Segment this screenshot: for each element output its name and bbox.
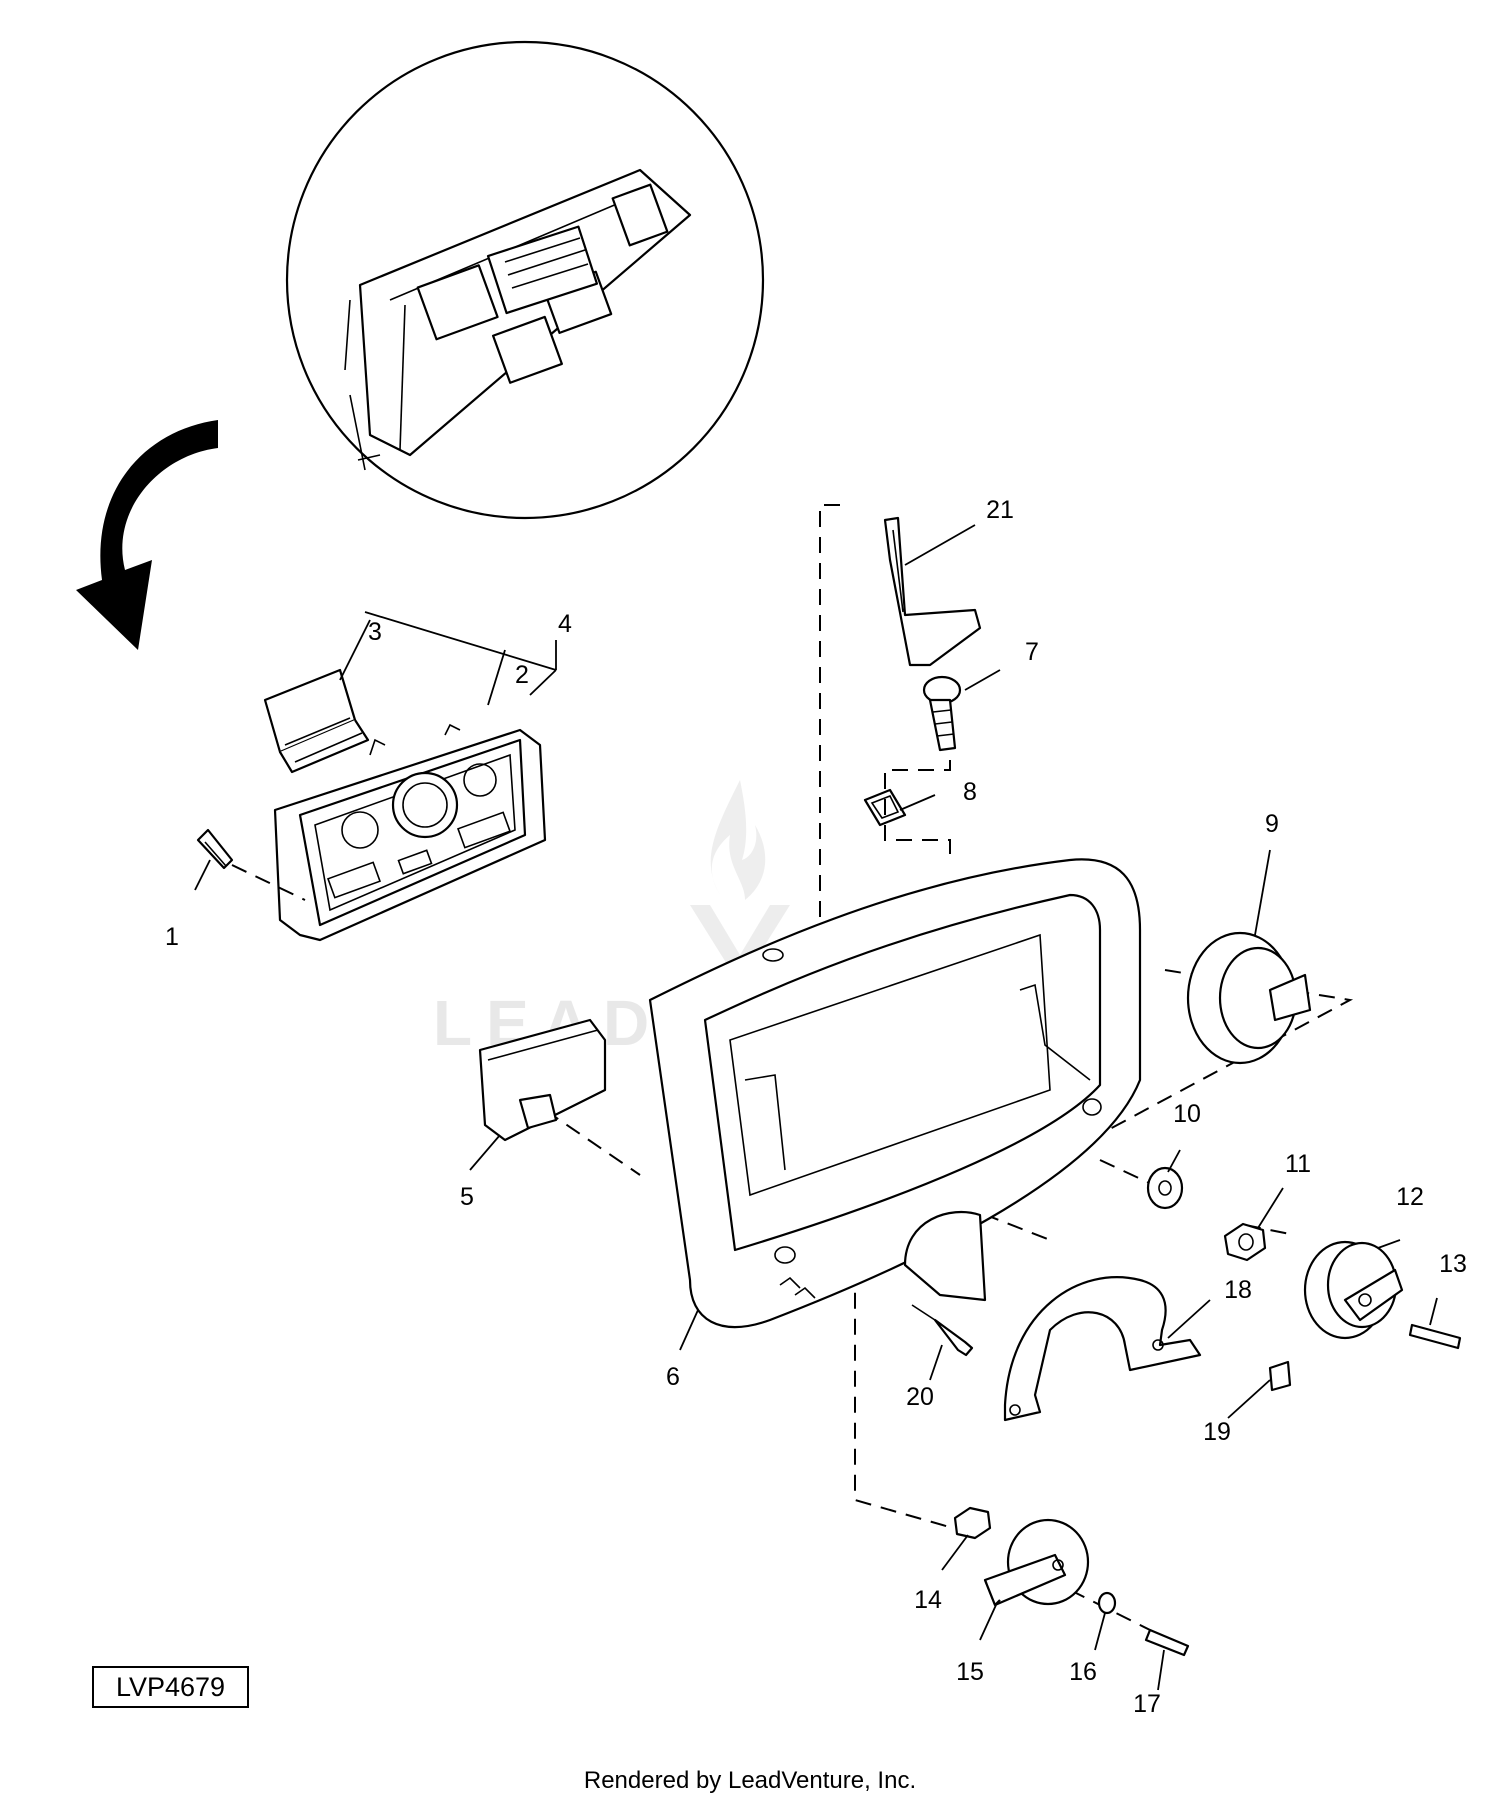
callout-1: 1 [165, 923, 179, 951]
reference-code: LVP4679 [92, 1666, 249, 1708]
footer-credit: Rendered by LeadVenture, Inc. [583, 1767, 917, 1794]
callout-10: 10 [1173, 1100, 1201, 1128]
part-10-washer [1146, 1166, 1184, 1210]
part-16-washer [1097, 1591, 1117, 1615]
part-21-bracket [883, 516, 982, 667]
callout-11: 11 [1285, 1150, 1311, 1178]
part-2-instrument-cluster [273, 723, 547, 942]
callout-6: 6 [666, 1363, 680, 1391]
callout-9: 9 [1265, 810, 1279, 838]
callout-17: 17 [1133, 1690, 1161, 1718]
part-7-screw [922, 675, 962, 752]
part-20-rivet [911, 1304, 974, 1357]
inset-rear-view [285, 40, 765, 520]
callout-7: 7 [1025, 638, 1039, 666]
callout-12: 12 [1396, 1183, 1424, 1211]
part-13-screw [1408, 1323, 1462, 1350]
part-9-knob [1186, 931, 1312, 1065]
callout-5: 5 [460, 1183, 474, 1211]
part-14-nut [953, 1506, 992, 1540]
part-15-knob [983, 1518, 1090, 1607]
callout-4: 4 [558, 610, 572, 638]
part-12-knob [1303, 1240, 1404, 1340]
callout-20: 20 [906, 1383, 934, 1411]
callout-21: 21 [986, 496, 1014, 524]
part-18-bracket [1003, 1276, 1202, 1422]
part-1-screw [196, 828, 306, 901]
part-3-connector [263, 668, 370, 774]
part-5-switch [478, 1018, 607, 1142]
callout-16: 16 [1069, 1658, 1097, 1686]
callout-15: 15 [956, 1658, 984, 1686]
callout-3: 3 [368, 618, 382, 646]
callout-13: 13 [1439, 1250, 1467, 1278]
callout-19: 19 [1203, 1418, 1231, 1446]
curved-arrow-icon [76, 420, 218, 650]
callout-14: 14 [914, 1586, 942, 1614]
part-17-screw [1144, 1628, 1190, 1657]
callout-8: 8 [963, 778, 977, 806]
part-6-dash-panel [648, 858, 1142, 1329]
part-11-nut [1223, 1222, 1267, 1262]
callout-2: 2 [515, 661, 529, 689]
callout-18: 18 [1224, 1276, 1252, 1304]
part-19-clip [1268, 1360, 1292, 1392]
